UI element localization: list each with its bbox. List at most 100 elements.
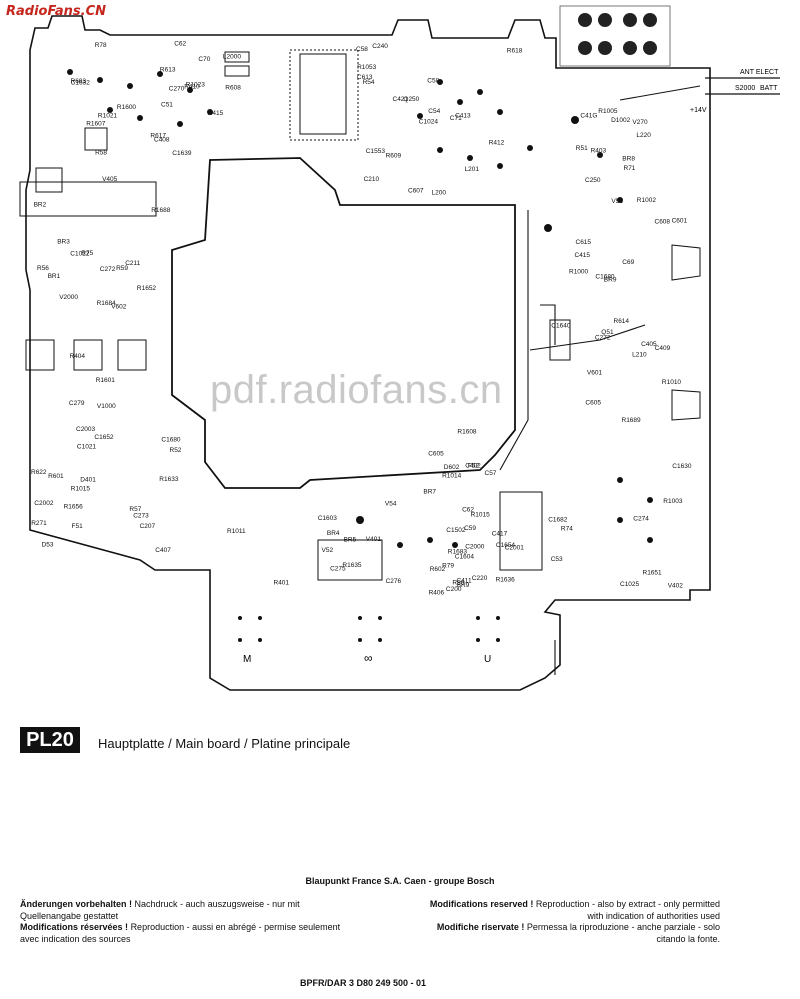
document-reference: BPFR/DAR 3 D80 249 500 - 01	[300, 978, 427, 988]
component-label: C421	[393, 96, 409, 103]
component-label: R614	[614, 318, 630, 325]
component-label: R1023	[186, 81, 206, 88]
component-label: BR4	[327, 530, 340, 537]
component-label: C54	[428, 108, 440, 115]
component-label: C605	[585, 400, 601, 407]
component-label: C71	[450, 115, 462, 122]
component-label: C200	[446, 586, 462, 593]
component-label: R1683	[448, 549, 468, 556]
component-label: R1689	[622, 417, 642, 424]
component-label: R618	[507, 47, 523, 54]
component-label: R1000	[569, 269, 589, 276]
component-label: R1633	[159, 476, 179, 483]
component-label: C51	[161, 101, 173, 108]
component-label: R1005	[598, 108, 618, 115]
bottom-label-u: U	[484, 654, 491, 665]
component-label: C1502	[446, 527, 466, 534]
component-label: C57	[485, 470, 497, 477]
component-label: R79	[442, 563, 454, 570]
component-label: BR7	[423, 488, 436, 495]
component-label: R1014	[442, 473, 462, 480]
component-label: C240	[372, 43, 388, 50]
component-label: R410	[184, 83, 200, 90]
notice-fr-text: Reproduction - aussi en abrégé - permise…	[20, 922, 341, 944]
component-label: V54	[385, 501, 397, 508]
component-label: R415	[208, 110, 224, 117]
component-label: C70	[198, 56, 210, 63]
component-label: R56	[37, 265, 49, 272]
component-label: C1639	[172, 150, 192, 157]
component-label: R601	[48, 473, 64, 480]
notice-en-text: Reproduction - also by extract - only pe…	[535, 899, 720, 921]
component-label: C2000	[465, 543, 485, 550]
component-label: R1601	[96, 377, 116, 384]
component-label: R609	[386, 153, 402, 160]
component-label: C272	[595, 334, 611, 341]
component-label: C408	[154, 137, 170, 144]
component-label: R75	[81, 250, 93, 257]
component-label: R1002	[637, 197, 657, 204]
component-label: C250	[585, 177, 601, 184]
component-label: L220	[636, 132, 651, 139]
component-label: C276	[386, 578, 402, 585]
component-label: V601	[587, 370, 603, 377]
component-label: R406	[429, 589, 445, 596]
component-label: C613	[357, 74, 373, 81]
component-label: V401	[366, 536, 382, 543]
component-label: C605	[428, 450, 444, 457]
watermark-center: pdf.radiofans.cn	[210, 368, 503, 412]
component-label: R1636	[496, 577, 516, 584]
component-label: BR9	[457, 582, 470, 589]
component-label: BR8	[622, 156, 635, 163]
board-badge: PL20	[20, 727, 80, 753]
component-label: R1656	[64, 503, 84, 510]
component-label: L210	[632, 352, 647, 359]
component-label: C1652	[94, 434, 114, 441]
notice-de-text: Nachdruck - auch auszugsweise - nur mit …	[20, 899, 300, 921]
component-label: C1024	[419, 119, 439, 126]
component-label: R1015	[71, 486, 91, 493]
component-label: C1021	[77, 443, 97, 450]
component-label: C210	[364, 176, 380, 183]
component-label: F52	[468, 463, 480, 470]
component-label: C1603	[318, 515, 338, 522]
component-label: C1680	[595, 274, 615, 281]
component-label: L200	[432, 190, 447, 197]
connector-batt-label: BATT	[760, 85, 778, 92]
component-label: C2001	[505, 544, 525, 551]
component-label: C58	[356, 46, 368, 53]
component-label: R51	[576, 145, 588, 152]
component-label: V1000	[97, 403, 116, 410]
notice-right: Modifications reserved ! Reproduction - …	[420, 899, 720, 945]
component-label: C270	[169, 86, 185, 93]
component-label: C207	[140, 523, 156, 530]
component-label: C274	[633, 515, 649, 522]
component-label: C59	[464, 525, 476, 532]
component-label: C1025	[620, 581, 640, 588]
component-label: R403	[591, 148, 607, 155]
notice-it-strong: Modifiche riservate !	[436, 922, 525, 932]
component-label: R1021	[98, 112, 118, 119]
component-label: D53	[42, 542, 54, 549]
component-label: R80	[452, 579, 464, 586]
component-label: C415	[575, 252, 591, 259]
component-label: D401	[80, 476, 96, 483]
component-label: BR5	[344, 537, 357, 544]
component-label: C411	[457, 577, 472, 584]
component-label: D602	[444, 464, 460, 471]
component-label: V52	[322, 547, 334, 554]
component-label: F51	[72, 523, 84, 530]
component-label: C407	[155, 547, 171, 554]
notice-fr-strong: Modifications réservées !	[20, 922, 129, 932]
component-label: C1022	[70, 251, 90, 258]
component-label: R1651	[643, 569, 663, 576]
component-label: C402	[465, 463, 481, 470]
notice-it-text: Permessa la riproduzione - anche parzial…	[526, 922, 720, 944]
component-label: V402	[668, 582, 684, 589]
component-label: C2002	[34, 500, 54, 507]
component-label: R1688	[151, 207, 171, 214]
component-label: R54	[363, 79, 375, 86]
component-label: R1053	[357, 64, 377, 71]
component-label: C1640	[551, 323, 571, 330]
